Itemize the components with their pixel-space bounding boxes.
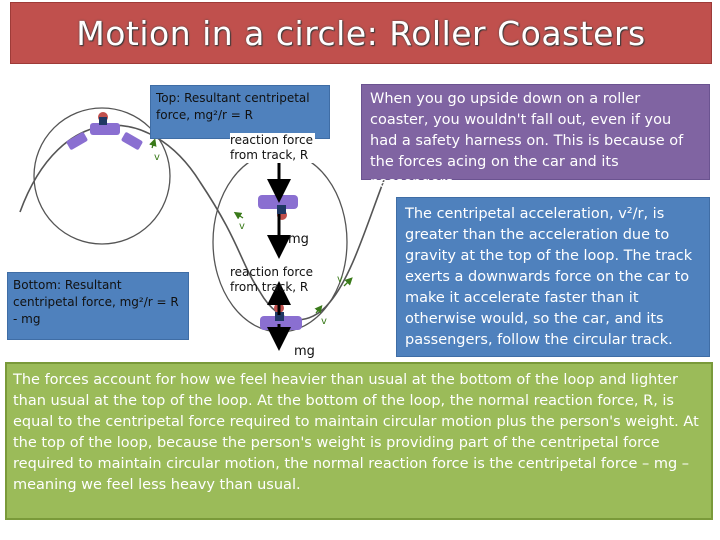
car-bottom-loop: [260, 303, 302, 330]
title-banner: Motion in a circle: Roller Coasters: [10, 2, 712, 64]
velocity-label-2: v: [239, 221, 245, 232]
upside-down-box: When you go upside down on a roller coas…: [361, 84, 710, 191]
forces-explanation-box: The forces account for how we feel heavi…: [5, 362, 713, 520]
forces-explanation-text: The forces account for how we feel heavi…: [13, 372, 699, 493]
reaction-force-top-label: reaction force from track, R: [230, 133, 315, 163]
velocity-label-4: v: [321, 316, 327, 327]
reaction-force-bottom-label: reaction force from track, R: [230, 265, 314, 294]
diagram-drawing: v v v v: [19, 107, 396, 351]
velocity-arrow-4: [314, 304, 323, 314]
centripetal-text: The centripetal acceleration, v²/r, is g…: [405, 206, 693, 348]
velocity-label-3: v: [337, 274, 343, 285]
velocity-arrow-2: [233, 211, 244, 220]
mg-top-label: mg: [288, 232, 309, 247]
bottom-resultant-text: Bottom: Resultant centripetal force, mg²…: [13, 278, 179, 326]
top-resultant-text: Top: Resultant centripetal force, mg²/r …: [156, 91, 310, 122]
bottom-resultant-box: Bottom: Resultant centripetal force, mg²…: [7, 272, 189, 340]
page-title: Motion in a circle: Roller Coasters: [76, 13, 646, 53]
velocity-arrow-3: [343, 277, 353, 287]
upside-down-text: When you go upside down on a roller coas…: [370, 91, 684, 191]
mg-bottom-label: mg: [294, 344, 315, 359]
velocity-label-1: v: [154, 152, 160, 163]
car-small-loop-side: [66, 132, 143, 150]
car-small-loop: [90, 112, 120, 135]
centripetal-box: The centripetal acceleration, v²/r, is g…: [396, 197, 710, 357]
roller-coaster-diagram: v v v v Top: Resultant centripetal force…: [0, 62, 720, 362]
velocity-arrow-1: [149, 138, 157, 149]
small-loop-track: [33, 107, 171, 245]
top-resultant-box: Top: Resultant centripetal force, mg²/r …: [150, 85, 330, 139]
